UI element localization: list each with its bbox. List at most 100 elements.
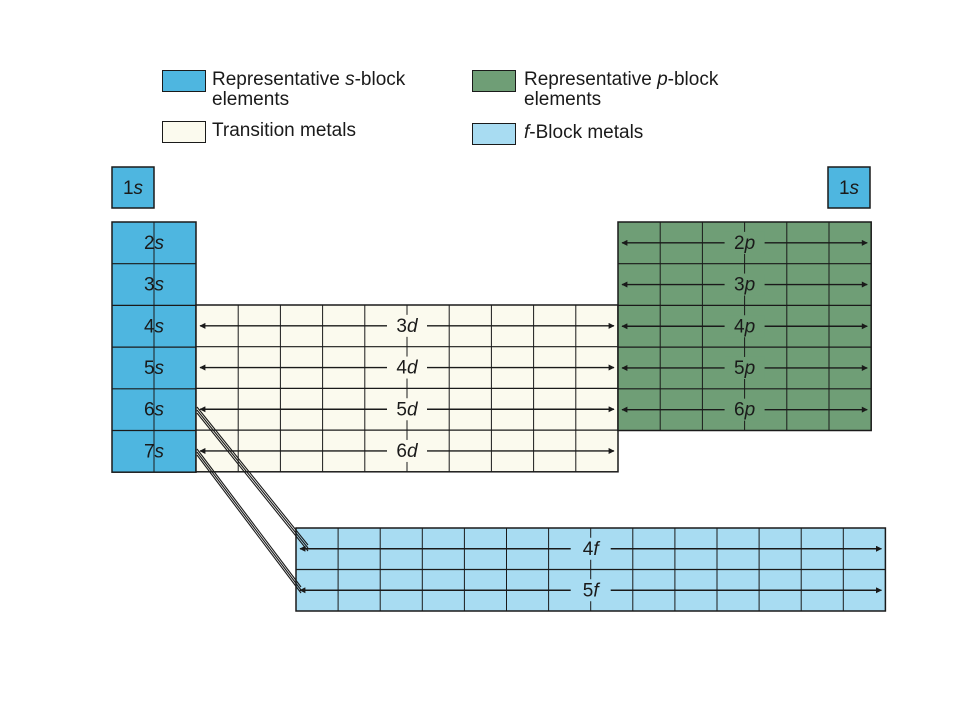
- p-block-row-4p-label-sub: p: [744, 316, 756, 337]
- p-block-row-3p-label: 3p: [734, 274, 755, 295]
- p-block-row-6p-label-sub: p: [744, 399, 756, 420]
- f-block-row-5f-label-bg: [570, 579, 611, 602]
- s-block-label-6s-num: 6: [144, 399, 155, 420]
- f-block-row-5f-label-num: 5: [583, 580, 594, 601]
- d-block-row-6d-label-bg: [387, 439, 427, 462]
- s-block-label-2s-num: 2: [144, 232, 155, 253]
- legend-label-p-block: Representative p-block elements: [524, 69, 719, 110]
- p-block-row-3p-label-bg: [724, 273, 765, 296]
- legend-swatch-f-block: [472, 123, 516, 145]
- s-block-label-2s: 2s: [144, 232, 165, 253]
- d-block-row-4d: [199, 356, 615, 379]
- p-block-row-6p-label: 6p: [734, 399, 755, 420]
- p-block-row-2p-label-sub: p: [744, 232, 756, 253]
- s-block-label-6s-sub: s: [155, 399, 165, 420]
- p-block-row-2p: [621, 231, 868, 254]
- connector-7s-to-5f-line: [196, 448, 302, 588]
- connector-6s-to-4f-line: [196, 406, 309, 546]
- f-block-row-5f-label-sub: f: [593, 580, 600, 601]
- p-block-row-4p: [621, 315, 868, 338]
- f-block-row-4f-label-num: 4: [583, 538, 594, 559]
- legend-swatch-p-block: [472, 70, 516, 92]
- p-block-row-3p: [621, 273, 868, 296]
- s-block-label-6s: 6s: [144, 399, 165, 420]
- p-block-row-2p-label: 2p: [734, 232, 755, 253]
- s-block-label-5s-sub: s: [155, 357, 165, 378]
- d-block-row-6d-label-num: 6: [396, 440, 407, 461]
- legend-label-f-block: f-Block metals: [524, 122, 644, 143]
- p-block-row-5p: [621, 356, 868, 379]
- p-block-row-6p-label-bg: [724, 398, 765, 421]
- legend-label-transition-metals: Transition metals: [212, 120, 356, 141]
- d-block-row-5d-label-sub: d: [407, 399, 419, 420]
- f-block-row-4f-label-bg: [570, 537, 611, 560]
- s-block-grid: [111, 221, 197, 473]
- helium-1s-label-sub: s: [850, 178, 860, 199]
- s-block-label-2s-sub: s: [155, 232, 165, 253]
- d-block-row-5d-label-num: 5: [396, 399, 407, 420]
- p-block-row-2p-label-num: 2: [734, 232, 745, 253]
- p-block-row-4p-label-num: 4: [734, 316, 745, 337]
- legend-label-s-block: Representative s-block elements: [212, 69, 406, 110]
- d-block-row-4d-label: 4d: [396, 357, 419, 378]
- connector-6s-to-4f-line: [196, 412, 309, 552]
- p-block-row-4p-label-bg: [724, 315, 765, 338]
- legend-swatch-transition-metals: [162, 121, 206, 143]
- p-block-row-5p-label-sub: p: [744, 357, 756, 378]
- d-block-row-5d-label-bg: [387, 398, 427, 421]
- helium-1s-label: 1s: [839, 178, 860, 199]
- s-block-label-7s-sub: s: [155, 441, 165, 462]
- d-block-row-6d-label-sub: d: [407, 440, 419, 461]
- s-block-label-4s-sub: s: [155, 316, 165, 337]
- hydrogen-1s-label-num: 1: [123, 178, 134, 199]
- p-block-row-5p-label-bg: [724, 356, 765, 379]
- connector-7s-to-5f-line: [196, 451, 302, 591]
- f-block-row-4f: [299, 537, 883, 560]
- s-block-label-3s-sub: s: [155, 274, 165, 295]
- d-block-row-4d-label-num: 4: [396, 357, 407, 378]
- d-block-row-4d-label-bg: [387, 356, 427, 379]
- s-block-label-7s: 7s: [144, 441, 165, 462]
- d-block-row-3d-label: 3d: [396, 315, 419, 336]
- d-block-row-3d-label-sub: d: [407, 315, 419, 336]
- p-block-row-5p-label: 5p: [734, 357, 755, 378]
- d-block-row-5d: [199, 398, 615, 421]
- d-block-row-3d-label-num: 3: [396, 315, 407, 336]
- f-block-row-5f-label: 5f: [583, 580, 601, 601]
- helium-1s-label-num: 1: [839, 178, 850, 199]
- f-block-row-4f-label-sub: f: [593, 538, 600, 559]
- s-block-label-5s-num: 5: [144, 357, 155, 378]
- s-block-label-3s: 3s: [144, 274, 165, 295]
- d-block-row-6d: [199, 439, 615, 462]
- s-block-label-3s-num: 3: [144, 274, 155, 295]
- d-block-row-4d-label-sub: d: [407, 357, 419, 378]
- p-block-row-3p-label-num: 3: [734, 274, 745, 295]
- d-block-row-3d: [199, 314, 615, 337]
- f-block-row-5f: [299, 579, 883, 602]
- d-block-row-6d-label: 6d: [396, 440, 419, 461]
- f-block-row-4f-label: 4f: [583, 538, 601, 559]
- connector-7s-to-5f-line: [196, 454, 302, 594]
- connector-6s-to-4f: [196, 406, 309, 552]
- hydrogen-1s-label: 1s: [123, 178, 144, 199]
- p-block-row-3p-label-sub: p: [744, 274, 756, 295]
- p-block-row-4p-label: 4p: [734, 316, 755, 337]
- s-block-label-4s: 4s: [144, 316, 165, 337]
- connector-7s-to-5f: [196, 448, 302, 594]
- p-block-row-6p: [621, 398, 868, 421]
- p-block-row-5p-label-num: 5: [734, 357, 745, 378]
- hydrogen-1s-box: [111, 166, 155, 209]
- p-block-row-2p-label-bg: [724, 231, 765, 254]
- d-block-row-5d-label: 5d: [396, 399, 419, 420]
- p-block-row-6p-label-num: 6: [734, 399, 745, 420]
- connector-6s-to-4f-line: [196, 409, 309, 549]
- d-block-row-3d-label-bg: [387, 314, 427, 337]
- hydrogen-1s-label-sub: s: [134, 178, 144, 199]
- s-block-label-7s-num: 7: [144, 441, 155, 462]
- helium-1s-box: [827, 166, 871, 209]
- legend-swatch-s-block: [162, 70, 206, 92]
- s-block-label-5s: 5s: [144, 357, 165, 378]
- s-block-label-4s-num: 4: [144, 316, 155, 337]
